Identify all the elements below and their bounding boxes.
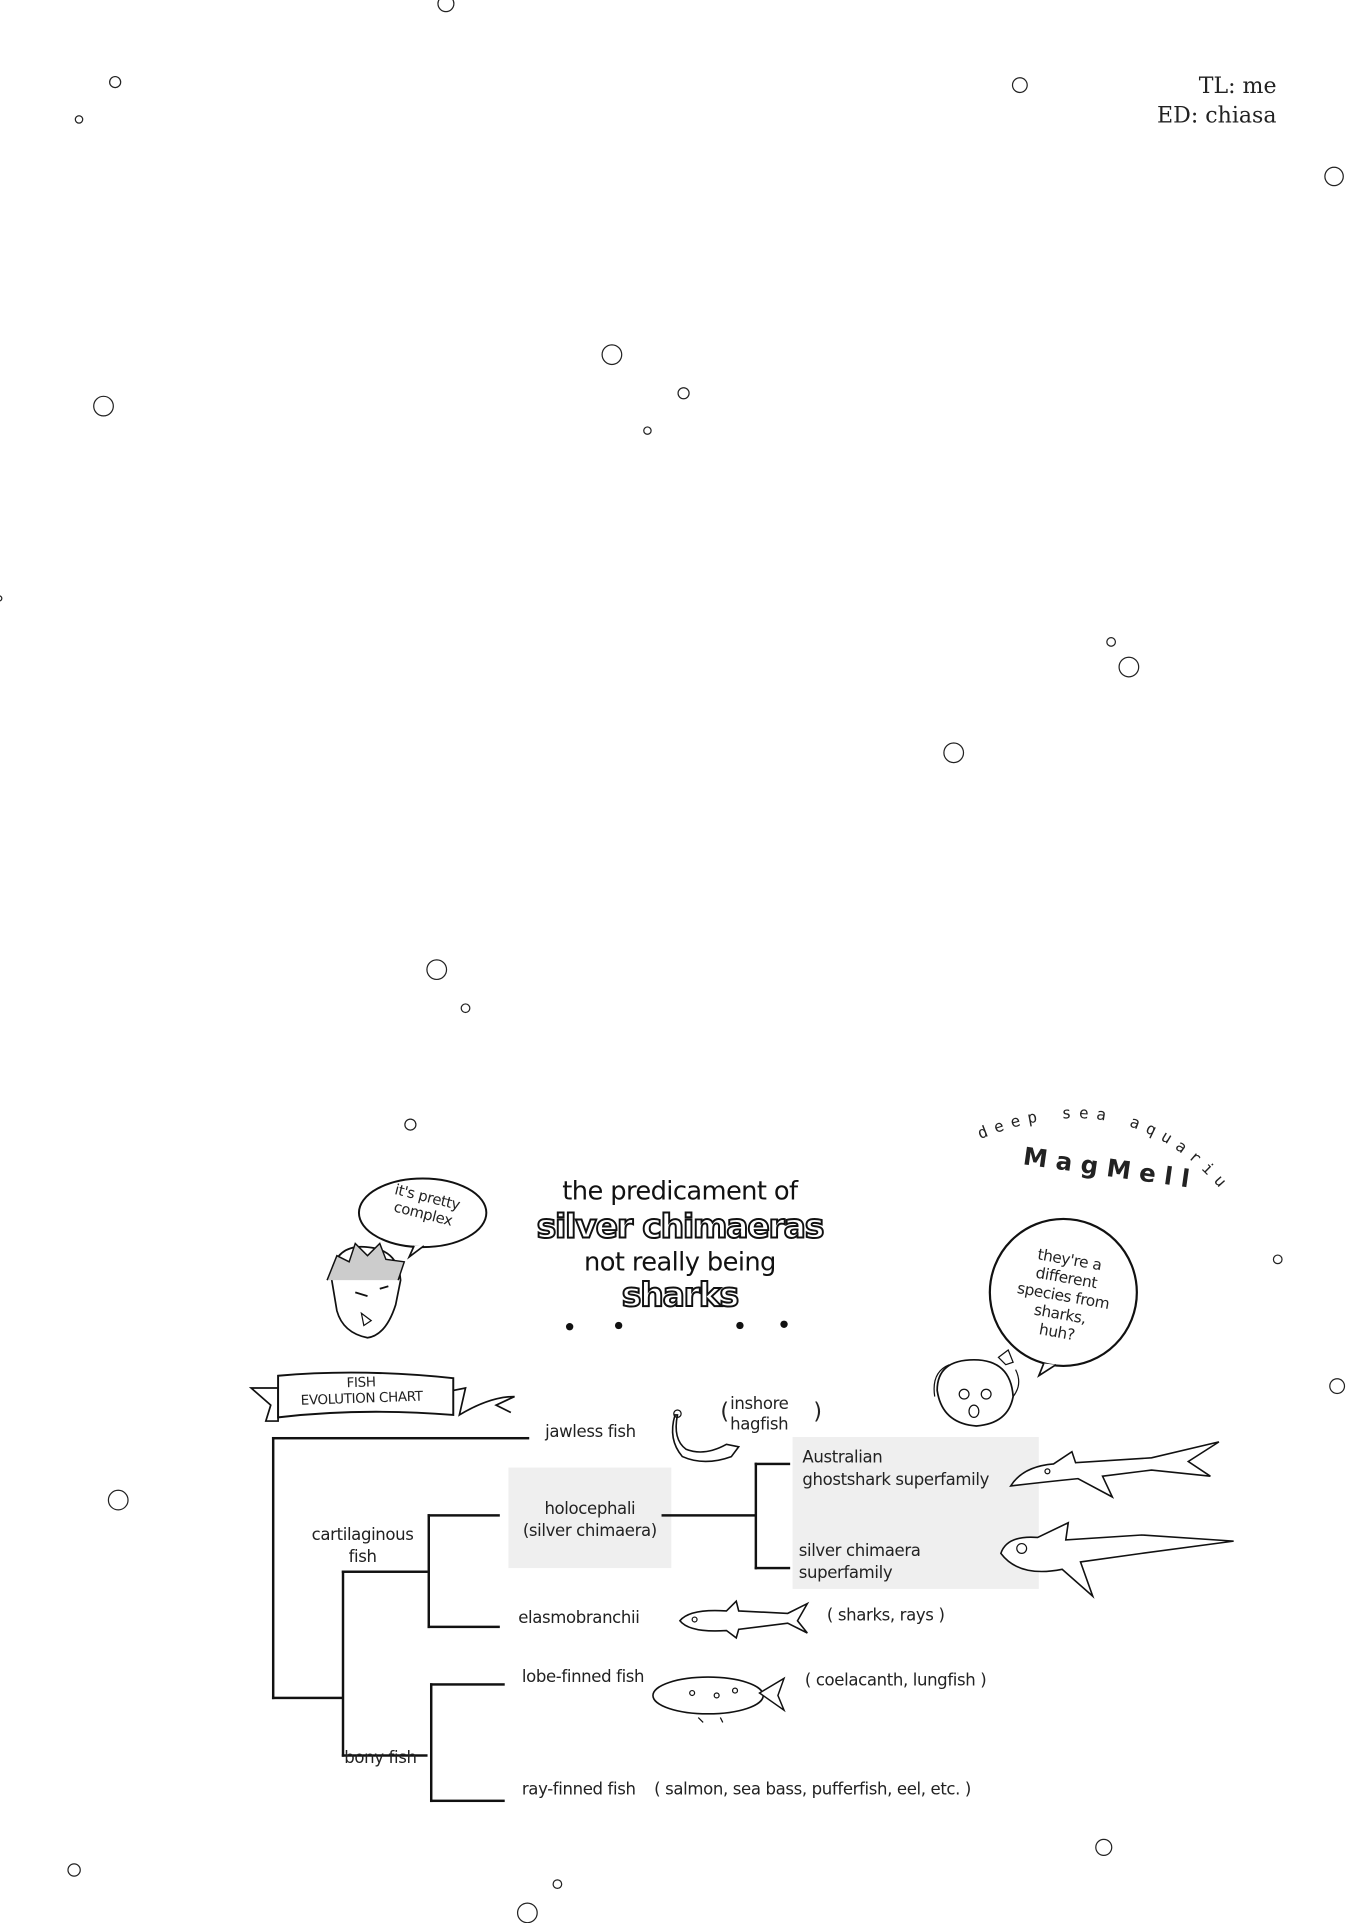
- shark-icon: [678, 1599, 810, 1640]
- label-line: (silver chimaera): [522, 1521, 657, 1542]
- ray-finned-examples: ( salmon, sea bass, pufferfish, eel, etc…: [654, 1779, 972, 1800]
- bubble-circle: [1329, 1378, 1346, 1395]
- node-hagfish-example: ( inshore hagfish ): [720, 1394, 822, 1435]
- label-line: superfamily: [798, 1563, 893, 1583]
- credit-editor: ED: chiasa: [1157, 102, 1277, 129]
- node-holocephali: holocephali (silver chimaera): [508, 1498, 671, 1542]
- node-elasmobranchii: elasmobranchii: [518, 1608, 640, 1629]
- title-line-4: sharks: [621, 1276, 740, 1316]
- girl-character-face: [933, 1349, 1020, 1427]
- bubble-circle: [74, 115, 84, 124]
- bubble-circle: [404, 1118, 417, 1131]
- bubble-circle: [1118, 656, 1140, 678]
- holocephali-highlight: [508, 1467, 672, 1569]
- bubble-circle: [93, 395, 114, 417]
- label-line: cartilaginous: [311, 1525, 414, 1545]
- bubble-circle: [109, 75, 122, 89]
- bubble-circle: [1272, 1254, 1283, 1265]
- bubble-circle: [437, 0, 455, 13]
- title-line-3: not really being: [584, 1247, 776, 1277]
- label-line: Australian: [802, 1448, 883, 1468]
- bubble-circle: [107, 1489, 129, 1511]
- aquarium-logo: deep sea aquarium MagMell: [959, 1075, 1228, 1196]
- bubble-circle: [426, 959, 448, 981]
- chart-banner: [248, 1371, 515, 1422]
- label-line: inshore: [730, 1394, 789, 1414]
- label-line: ghostshark superfamily: [802, 1470, 990, 1490]
- boy-character-face: [326, 1242, 406, 1339]
- bubble-circle: [601, 344, 623, 366]
- lobe-finned-examples: ( coelacanth, lungfish ): [804, 1670, 987, 1691]
- hagfish-icon: [671, 1409, 741, 1463]
- bubble-circle: [1106, 637, 1117, 647]
- credit-translator: TL: me: [1198, 73, 1277, 100]
- node-bony-fish: bony fish: [344, 1748, 417, 1768]
- label-line: hagfish: [730, 1414, 789, 1435]
- elasmobranchii-examples: ( sharks, rays ): [826, 1606, 945, 1626]
- node-lobe-finned-fish: lobe-finned fish: [521, 1667, 645, 1687]
- superfamily-highlight: [792, 1436, 1039, 1589]
- bubble-circle: [1095, 1838, 1113, 1856]
- label-line: silver chimaera: [798, 1541, 921, 1561]
- bubble-circle: [1011, 77, 1028, 94]
- bubble-circle: [943, 742, 965, 764]
- bubble-circle: [552, 1879, 563, 1890]
- bubble-circle: [677, 387, 690, 400]
- node-silver-chimaera-superfamily: silver chimaera superfamily: [799, 1540, 921, 1584]
- bubble-circle: [460, 1003, 471, 1014]
- bubble-circle: [643, 426, 652, 435]
- label-line: fish: [348, 1547, 377, 1567]
- chart-banner-text: FISH EVOLUTION CHART: [287, 1372, 435, 1409]
- node-ray-finned-fish: ray-finned fish: [521, 1779, 636, 1800]
- coelacanth-icon: [652, 1676, 786, 1723]
- title-line-2: silver chimaeras: [536, 1207, 826, 1247]
- ellipsis-dots: [565, 1320, 788, 1331]
- node-australian-ghostshark: Australian ghostshark superfamily: [802, 1447, 989, 1491]
- node-cartilaginous-fish: cartilaginous fish: [306, 1524, 419, 1568]
- silver-chimaera-icon: [999, 1521, 1234, 1599]
- bubble-circle: [0, 595, 3, 602]
- speech-bubble-right: [988, 1217, 1138, 1378]
- title-line-1: the predicament of: [562, 1176, 798, 1206]
- label-line: holocephali: [544, 1499, 636, 1520]
- bubble-circle: [1324, 166, 1344, 187]
- node-jawless-fish: jawless fish: [545, 1422, 636, 1442]
- speech-bubble-left: [357, 1177, 488, 1260]
- bubble-circle: [67, 1863, 81, 1877]
- ghostshark-icon: [1009, 1441, 1220, 1499]
